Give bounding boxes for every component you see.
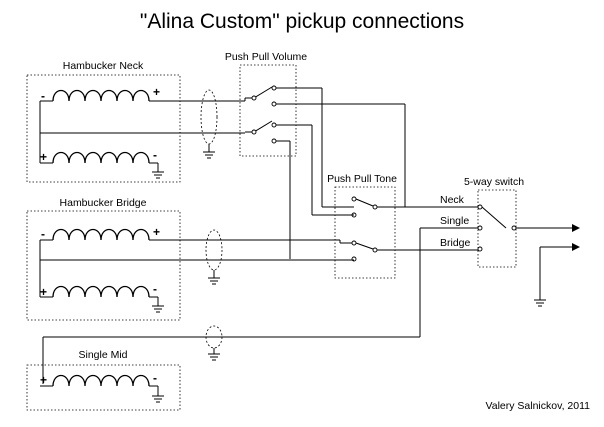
single-mid-minus: - [153,371,157,385]
ground-symbols [152,151,546,403]
neck-bottom-coil [52,151,150,164]
single-mid-plus: + [40,373,47,387]
ground-icon [203,151,215,159]
neck-top-plus: + [153,85,160,99]
hambucker-bridge-label: Hambucker Bridge [60,197,147,209]
bridge-top-plus: + [153,225,160,239]
hambucker-bridge-box [26,210,181,321]
bridge-top-coil [52,228,150,241]
neck-top-minus: - [41,89,45,103]
single-mid-label: Single Mid [78,349,127,361]
neck-cable-shield [200,89,218,145]
push-pull-tone: Push Pull Tone [327,173,397,279]
neck-bottom-plus: + [40,150,47,164]
bridge-bottom-plus: + [40,285,47,299]
single-mid-box [26,364,181,411]
ground-icon [534,299,546,307]
single-mid-coil [52,374,150,387]
push-pull-volume: Push Pull Volume [225,51,307,157]
output-hot-arrow [572,224,580,232]
ground-icon [208,277,220,285]
hambucker-neck: Hambucker Neck - + + - [26,60,181,183]
five-way-switch-label: 5-way switch [464,176,524,188]
hambucker-neck-label: Hambucker Neck [63,60,144,72]
shields [200,89,223,354]
bridge-bottom-minus: - [153,282,157,296]
five-way-switch-box [477,189,517,268]
switch-input-bridge: Bridge [440,237,471,249]
wires [40,87,478,384]
neck-bottom-minus: - [153,148,157,162]
five-way-switch: 5-way switch Neck Single Bridge [440,176,580,300]
ground-icon [152,395,164,403]
author-credit: Valery Salnickov, 2011 [486,400,591,412]
bridge-top-minus: - [41,227,45,241]
ground-icon [208,353,220,361]
ground-icon [152,171,164,179]
hambucker-bridge: Hambucker Bridge - + + - [26,197,181,321]
neck-top-coil [52,89,150,102]
switch-input-neck: Neck [440,194,465,206]
mid-cable-shield [205,325,223,349]
diagram-title: "Alina Custom" pickup connections [140,10,464,33]
push-pull-tone-label: Push Pull Tone [327,173,397,185]
push-pull-volume-box [239,64,297,157]
single-mid: Single Mid + - [26,349,181,411]
push-pull-volume-label: Push Pull Volume [225,51,307,63]
switch-input-single: Single [440,215,469,227]
hambucker-neck-box [26,74,181,183]
bridge-cable-shield [205,229,223,271]
output-ground-arrow [572,243,580,251]
push-pull-tone-box [334,186,396,279]
bridge-bottom-coil [52,285,150,298]
ground-icon [152,305,164,313]
